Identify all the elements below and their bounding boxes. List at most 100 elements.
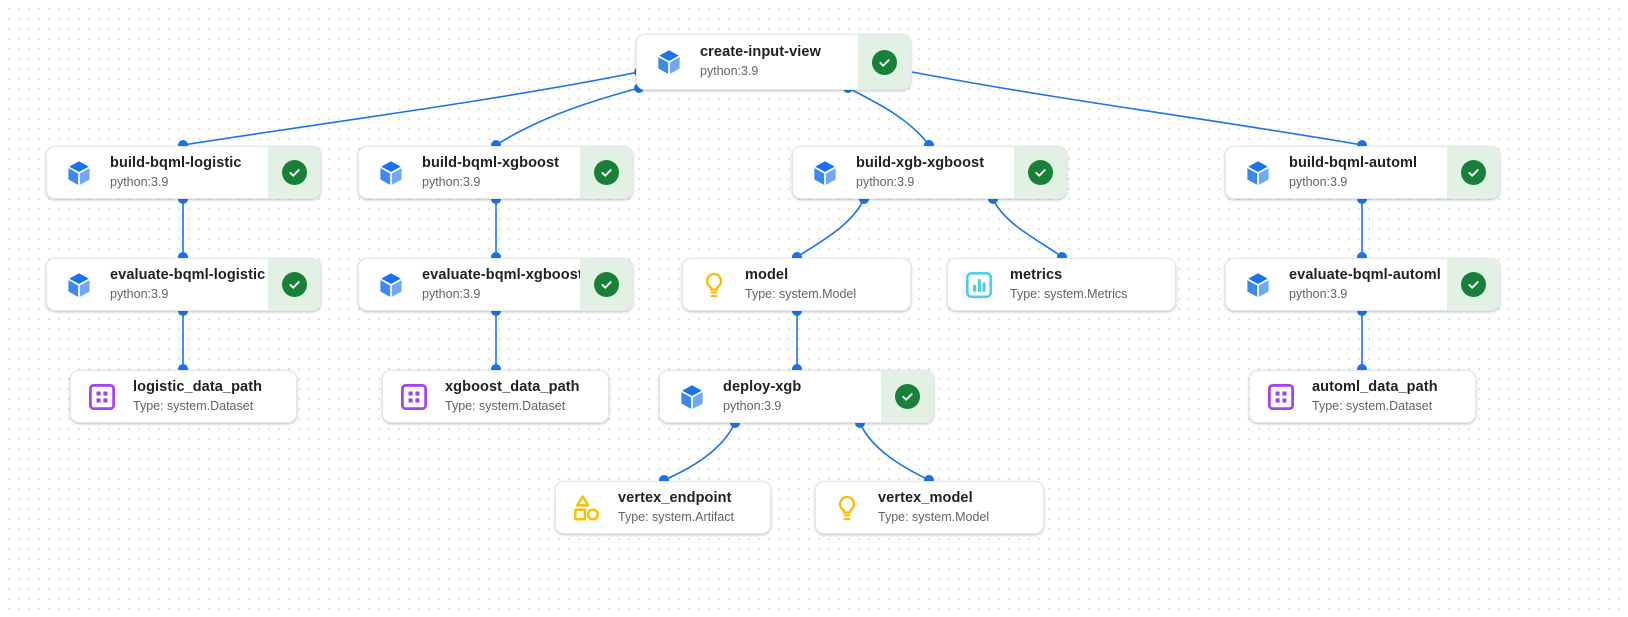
node-subtitle: python:3.9	[110, 286, 169, 301]
node-title: evaluate-bqml-logistic	[110, 266, 266, 283]
node-subtitle: Type: system.Metrics	[1010, 286, 1128, 301]
node-subtitle: python:3.9	[422, 286, 481, 301]
cube-icon	[64, 158, 94, 188]
node-subtitle: Type: system.Artifact	[618, 509, 735, 524]
cube-icon	[1243, 270, 1273, 300]
edge-deploy-xgb-to-vertex_endpoint	[663, 422, 736, 481]
node-subtitle: python:3.9	[1289, 286, 1348, 301]
node-text: evaluate-bqml-automl python:3.9	[1289, 267, 1441, 303]
status-badge-succeeded	[1447, 259, 1499, 310]
node-body: evaluate-bqml-logistic python:3.9	[47, 259, 268, 310]
node-subtitle: python:3.9	[110, 174, 169, 189]
node-title: model	[745, 266, 789, 283]
node-title: build-bqml-xgboost	[422, 154, 560, 171]
check-circle-icon	[871, 49, 897, 75]
dag-node-evaluate-bqml-logistic[interactable]: evaluate-bqml-logistic python:3.9	[46, 258, 321, 311]
status-badge-succeeded	[580, 147, 632, 198]
check-circle-icon	[1027, 160, 1053, 185]
dag-node-evaluate-bqml-xgboost[interactable]: evaluate-bqml-xgboost python:3.9	[358, 258, 633, 311]
dataset-icon	[399, 382, 429, 412]
node-title: build-bqml-logistic	[110, 154, 242, 171]
node-subtitle: Type: system.Dataset	[445, 398, 566, 413]
node-title: xgboost_data_path	[445, 378, 580, 395]
node-title: deploy-xgb	[723, 378, 802, 395]
status-badge-succeeded	[268, 259, 320, 310]
node-subtitle: python:3.9	[1289, 174, 1348, 189]
check-circle-icon	[281, 272, 307, 297]
status-badge-succeeded	[881, 371, 933, 422]
status-badge-succeeded	[580, 259, 632, 310]
dag-node-build-bqml-logistic[interactable]: build-bqml-logistic python:3.9	[46, 146, 321, 199]
dag-node-build-bqml-xgboost[interactable]: build-bqml-xgboost python:3.9	[358, 146, 633, 199]
cube-icon	[64, 270, 94, 300]
node-subtitle: Type: system.Dataset	[1312, 398, 1433, 413]
check-circle-icon	[894, 384, 920, 409]
edge-deploy-xgb-to-vertex_model	[859, 422, 930, 481]
node-title: build-xgb-xgboost	[856, 154, 985, 171]
lightbulb-icon	[699, 270, 729, 300]
cube-icon	[810, 158, 840, 188]
node-subtitle: Type: system.Model	[878, 509, 990, 524]
status-badge-succeeded	[1447, 147, 1499, 198]
node-text: build-bqml-logistic python:3.9	[110, 155, 242, 191]
cube-icon	[376, 270, 406, 300]
dataset-icon	[1266, 382, 1296, 412]
check-circle-icon	[593, 272, 619, 297]
edge-create-input-view-to-build-bqml-logistic	[182, 71, 640, 146]
check-circle-icon	[593, 160, 619, 185]
status-badge-succeeded	[268, 147, 320, 198]
node-body: evaluate-bqml-xgboost python:3.9	[359, 259, 583, 310]
node-body: build-bqml-xgboost python:3.9	[359, 147, 580, 198]
node-text: evaluate-bqml-logistic python:3.9	[110, 266, 266, 303]
node-subtitle: python:3.9	[700, 64, 759, 78]
node-title: metrics	[1010, 266, 1063, 283]
node-title: logistic_data_path	[133, 378, 263, 395]
node-title: vertex_model	[878, 489, 973, 506]
cube-icon	[1243, 158, 1273, 188]
node-text: build-bqml-xgboost python:3.9	[422, 155, 559, 191]
check-circle-icon	[1460, 160, 1486, 185]
node-subtitle: Type: system.Dataset	[133, 398, 254, 413]
cube-icon	[376, 158, 406, 188]
node-title: evaluate-bqml-automl	[1289, 266, 1441, 283]
dataset-icon	[87, 382, 117, 412]
edge-create-input-view-to-build-bqml-xgboost	[495, 87, 640, 146]
dag-node-evaluate-bqml-automl[interactable]: evaluate-bqml-automl python:3.9	[1225, 258, 1500, 311]
node-body: evaluate-bqml-automl python:3.9	[1226, 259, 1447, 310]
lightbulb-icon	[832, 493, 862, 523]
node-subtitle: python:3.9	[422, 174, 481, 189]
node-title: vertex_endpoint	[618, 489, 732, 506]
edge-create-input-view-to-build-xgb-xgboost	[847, 87, 930, 146]
check-circle-icon	[281, 160, 307, 185]
node-title: evaluate-bqml-xgboost	[422, 266, 583, 283]
node-body: build-bqml-logistic python:3.9	[47, 147, 268, 198]
